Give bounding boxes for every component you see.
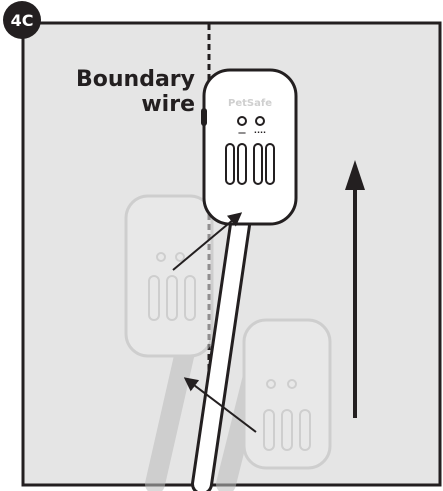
step-badge: 4C <box>3 1 41 39</box>
movement-arrow-lower <box>183 377 257 433</box>
indicator-label-right: ···· <box>254 128 266 137</box>
movement-arrow-upper <box>172 212 243 271</box>
indicator-label-left: — <box>238 128 246 137</box>
boundary-wire-label-line2: wire <box>141 92 195 117</box>
boundary-wire-label-line1: Boundary <box>76 67 195 92</box>
up-arrow-icon <box>345 160 365 418</box>
transmitter-wand: PetSafe — ···· <box>191 68 298 491</box>
speaker-grille <box>225 143 275 185</box>
indicator-light-left <box>237 116 247 126</box>
faded-device-middle <box>124 194 214 491</box>
step-badge-label: 4C <box>11 11 34 30</box>
indicator-light-right <box>255 116 265 126</box>
brand-label: PetSafe <box>228 98 272 109</box>
faded-device-lower <box>216 318 332 491</box>
